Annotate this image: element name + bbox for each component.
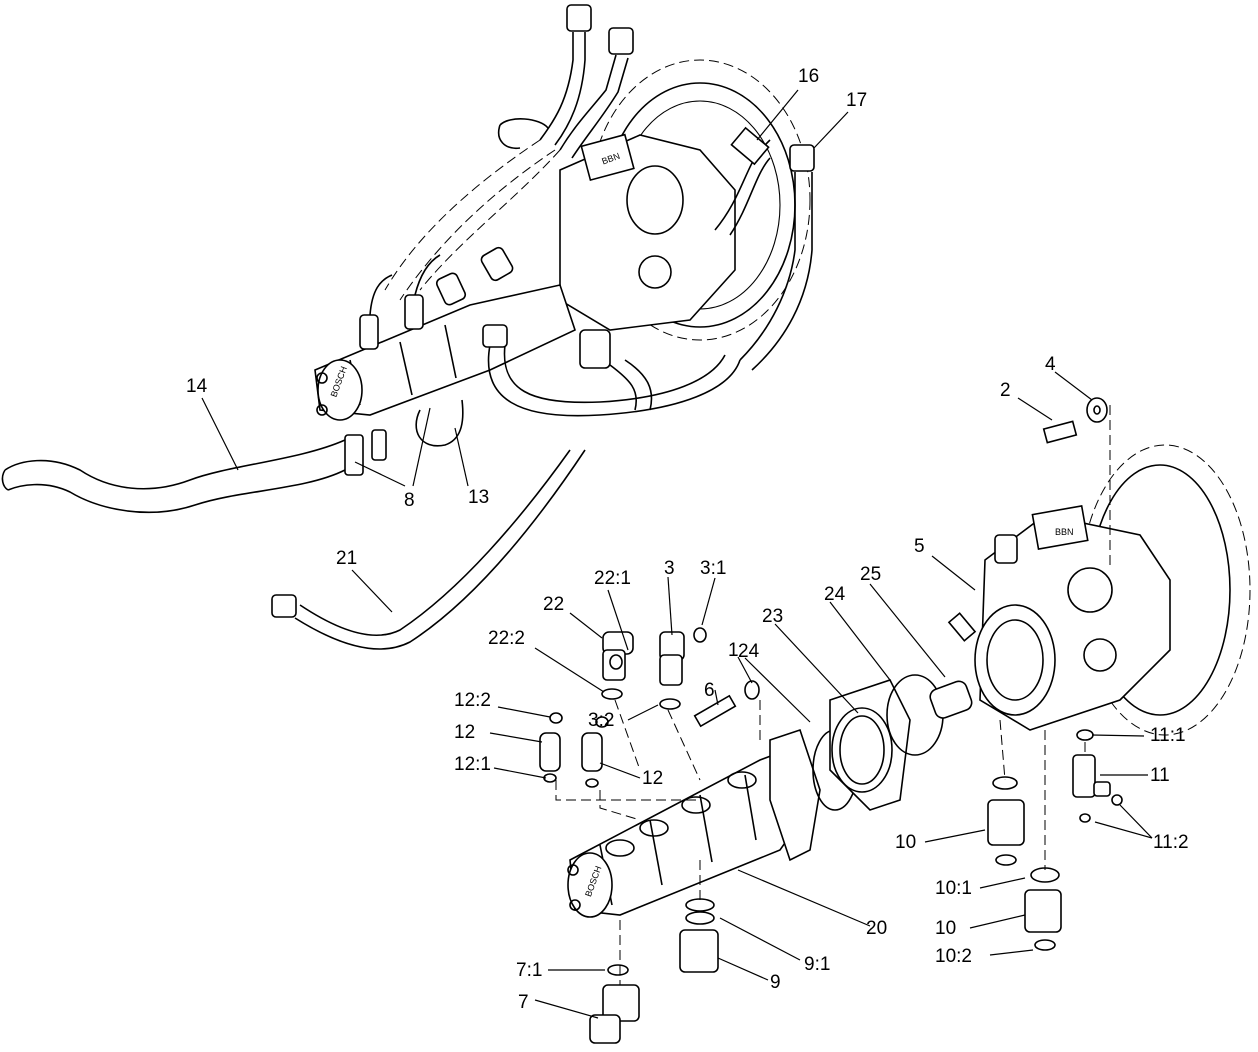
callout-12-right: 12 [642, 768, 663, 789]
callout-17: 17 [846, 90, 867, 111]
callout-22-2: 22:2 [488, 628, 525, 649]
callout-1: 1 [728, 640, 739, 661]
callout-10-lower: 10 [935, 918, 956, 939]
callout-11-1: 11:1 [1150, 725, 1186, 746]
motor-assembly-5: BBN [947, 397, 1251, 736]
callout-24-bottom: 24 [738, 641, 760, 662]
svg-text:BBN: BBN [1055, 527, 1074, 537]
callout-labels: 16 17 14 8 13 4 2 5 21 22:1 3 3:1 25 22 … [186, 66, 1189, 1013]
callout-12-1: 12:1 [454, 754, 491, 775]
callout-5: 5 [914, 536, 925, 557]
callout-3-2: 3:2 [588, 710, 614, 731]
callout-14: 14 [186, 376, 208, 397]
callout-16: 16 [798, 66, 819, 87]
callout-10-upper: 10 [895, 832, 916, 853]
callout-4: 4 [1045, 354, 1056, 375]
callout-7-1: 7:1 [516, 960, 542, 981]
callout-8: 8 [404, 490, 415, 511]
callout-13: 13 [468, 487, 489, 508]
upper-assembly: BBN BOSCH [1, 4, 815, 650]
callout-10-1: 10:1 [935, 878, 972, 899]
callout-9-1: 9:1 [804, 954, 830, 975]
callout-3: 3 [664, 558, 675, 579]
callout-7: 7 [518, 992, 529, 1013]
callout-22-1: 22:1 [594, 568, 631, 589]
callout-3-1: 3:1 [700, 558, 726, 579]
callout-24-top: 24 [824, 584, 846, 605]
callout-12-2: 12:2 [454, 690, 491, 711]
callout-11-2: 11:2 [1153, 832, 1189, 853]
callout-22: 22 [543, 594, 564, 615]
callout-6: 6 [704, 680, 715, 701]
leader-lines [201, 89, 1153, 1019]
callout-2: 2 [1000, 380, 1011, 401]
callout-20: 20 [866, 918, 887, 939]
callout-21: 21 [336, 548, 357, 569]
callout-9: 9 [770, 972, 781, 993]
callout-11: 11 [1150, 765, 1170, 786]
callout-23: 23 [762, 606, 783, 627]
callout-10-2: 10:2 [935, 946, 972, 967]
callout-25: 25 [860, 564, 881, 585]
pump-assembly-20: BOSCH [539, 627, 1123, 1044]
callout-12-top: 12 [454, 722, 475, 743]
